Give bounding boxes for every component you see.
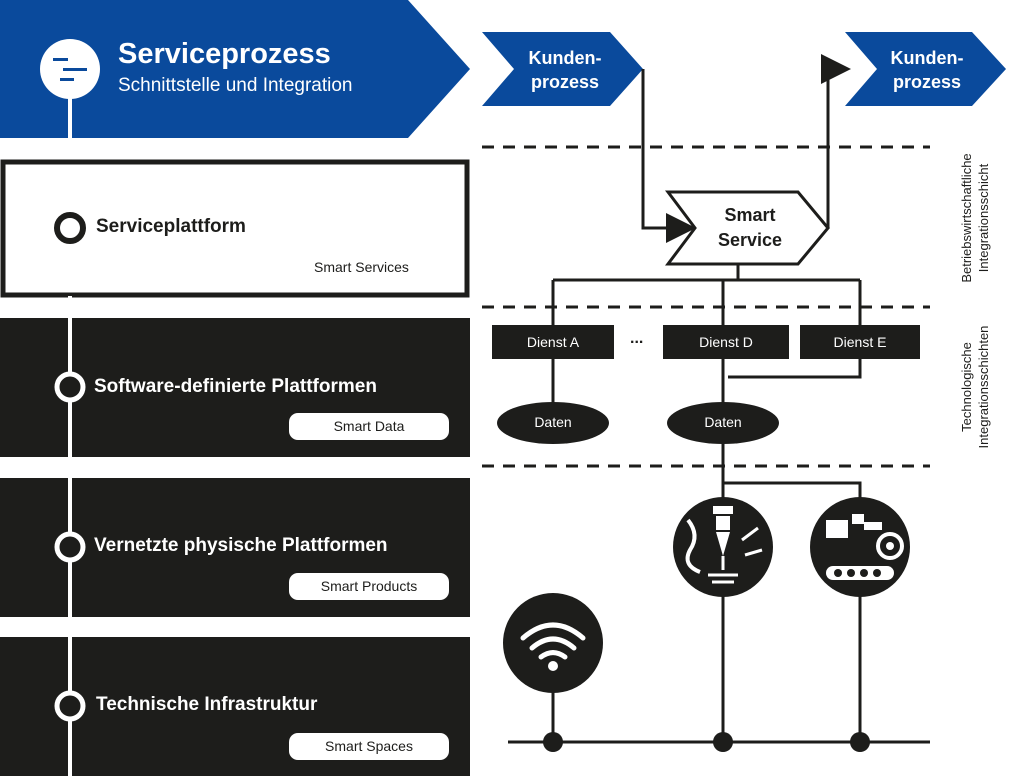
smart-service-label: Smart Service bbox=[690, 203, 810, 253]
layer-tag-smart-spaces: Smart Spaces bbox=[289, 733, 449, 760]
customer-process-left-line2: prozess bbox=[530, 72, 600, 92]
data-node-right bbox=[667, 402, 779, 444]
side-label-technology-line1: Technologische bbox=[959, 342, 974, 432]
flow-to-smart-service bbox=[641, 69, 696, 243]
page-subtitle: Schnittstelle und Integration bbox=[118, 75, 353, 96]
factory-robot-icon bbox=[810, 497, 910, 597]
customer-process-right-line2: prozess bbox=[892, 72, 962, 92]
layer-title-physical: Vernetzte physische Plattformen bbox=[94, 535, 388, 556]
service-a-box: Dienst A bbox=[492, 325, 614, 359]
smart-service-line1: Smart bbox=[724, 205, 776, 225]
timeline-node-software bbox=[54, 371, 86, 403]
data-label-right: Daten bbox=[704, 414, 742, 430]
customer-process-left-label: Kunden- prozess bbox=[510, 46, 620, 94]
smart-service-line2: Service bbox=[717, 230, 783, 250]
customer-process-left-line1: Kunden- bbox=[528, 48, 602, 68]
milling-machine-icon bbox=[673, 497, 773, 597]
side-label-technology-line2: Integrationsschichten bbox=[976, 325, 991, 449]
side-label-business-line2: Integrationsschicht bbox=[976, 163, 991, 273]
layer-title-infrastructure: Technische Infrastruktur bbox=[96, 694, 318, 715]
data-node-left bbox=[497, 402, 609, 444]
layer-tag-smart-services: Smart Services bbox=[314, 259, 409, 275]
wifi-icon bbox=[503, 593, 603, 693]
infrastructure-node-robot bbox=[850, 732, 870, 752]
layer-title-serviceplattform: Serviceplattform bbox=[96, 216, 246, 237]
service-d-box: Dienst D bbox=[663, 325, 789, 359]
services-ellipsis: ... bbox=[630, 330, 644, 347]
smart-service-chevron bbox=[665, 190, 830, 266]
customer-process-left-chevron bbox=[482, 32, 643, 106]
layer-title-software: Software-definierte Plattformen bbox=[94, 376, 377, 397]
timeline-node-physical bbox=[54, 531, 86, 563]
timeline-node-serviceplattform bbox=[54, 212, 86, 244]
side-label-technology: Technologische Integrationsschichten bbox=[958, 307, 992, 467]
service-process-banner bbox=[0, 0, 470, 138]
service-e-box: Dienst E bbox=[800, 325, 920, 359]
data-label-left: Daten bbox=[534, 414, 572, 430]
side-label-business: Betriebswirtschaftliche Integrationsschi… bbox=[958, 138, 992, 298]
flow-to-customer-process bbox=[821, 54, 851, 228]
page-title: Serviceprozess bbox=[118, 38, 331, 70]
infrastructure-node-machine bbox=[713, 732, 733, 752]
timeline-node-infrastructure bbox=[54, 690, 86, 722]
side-label-business-line1: Betriebswirtschaftliche bbox=[959, 153, 974, 283]
layer-tag-smart-products: Smart Products bbox=[289, 573, 449, 600]
infrastructure-node-wifi bbox=[543, 732, 563, 752]
customer-process-right-line1: Kunden- bbox=[890, 48, 964, 68]
customer-process-right-label: Kunden- prozess bbox=[872, 46, 982, 94]
customer-process-right-chevron bbox=[845, 32, 1006, 106]
layer-tag-smart-data: Smart Data bbox=[289, 413, 449, 440]
service-process-icon bbox=[40, 39, 100, 99]
